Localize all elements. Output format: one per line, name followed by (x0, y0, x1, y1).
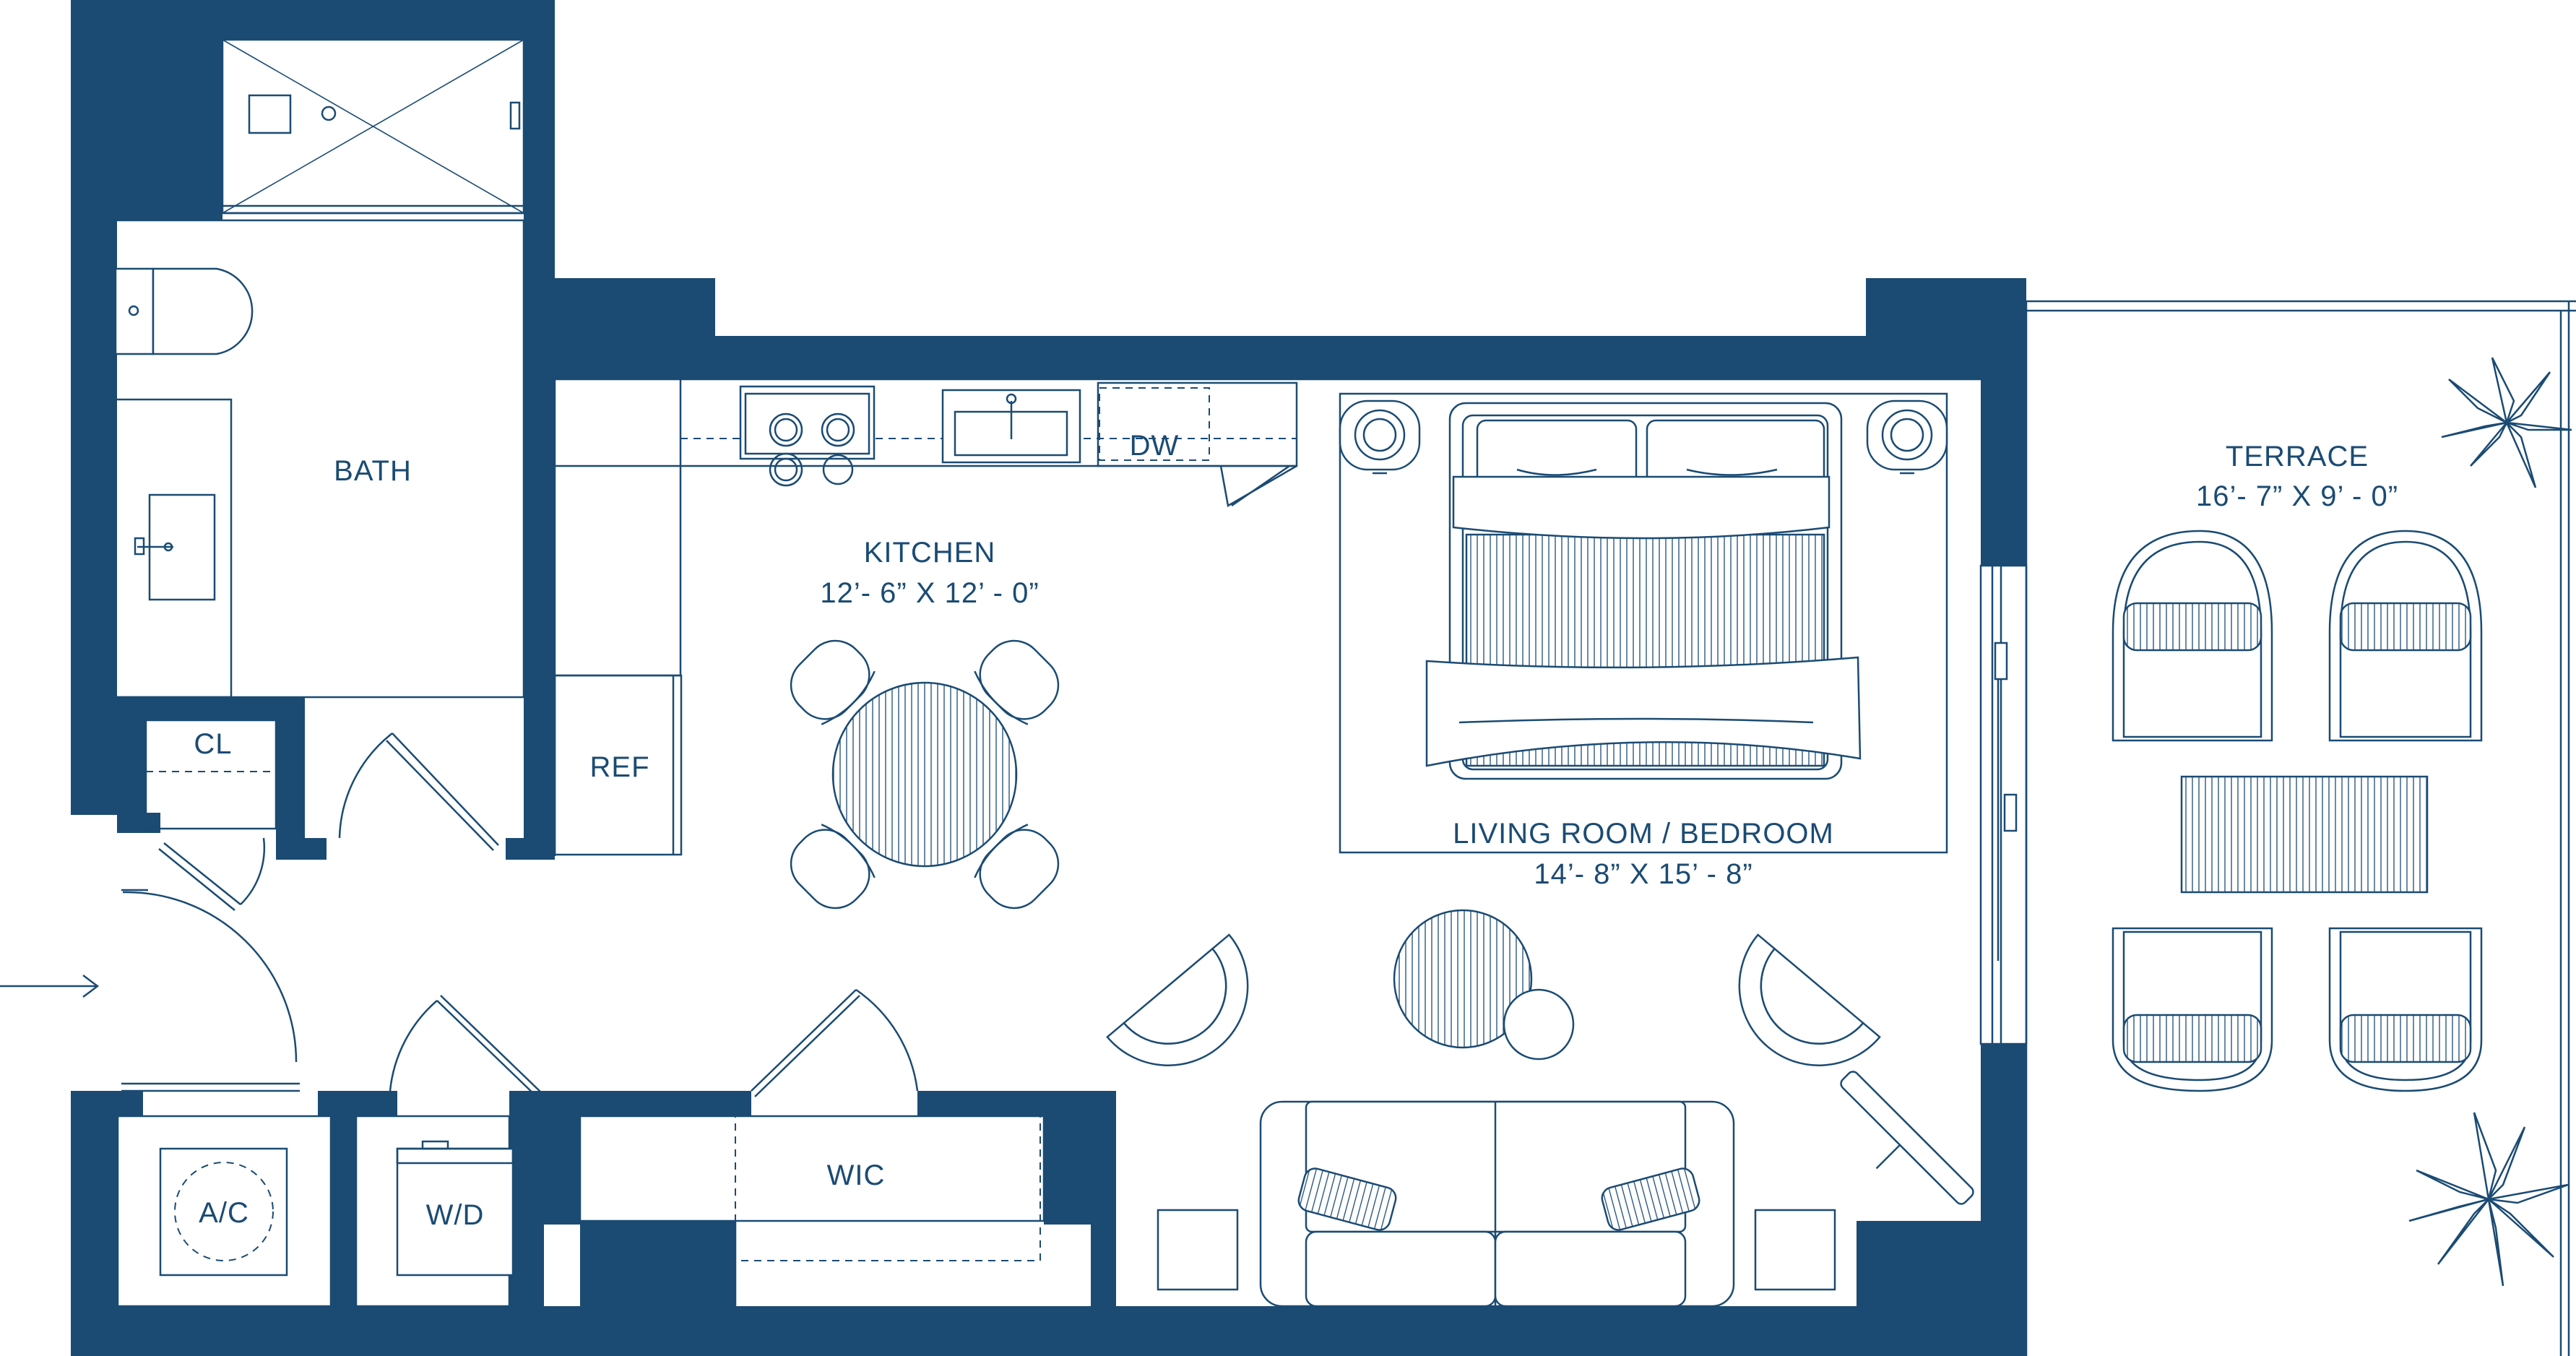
terrace-chair-4 (2328, 927, 2483, 1092)
terrace-chair-3 (2112, 927, 2273, 1092)
terrace-chair-1 (2112, 530, 2273, 742)
wic-label: WIC (827, 1159, 886, 1191)
kitchen-dims: 12’- 6” X 12’ - 0” (820, 577, 1039, 609)
closet: CL (144, 719, 277, 911)
kitchen: DW REF (553, 379, 1298, 910)
living-label: LIVING ROOM / BEDROOM (1453, 818, 1834, 850)
dishwasher (1099, 387, 1210, 461)
terrace-label: TERRACE (2226, 441, 2369, 472)
ac-room: A/C (116, 1115, 332, 1308)
cooktop (739, 385, 876, 487)
terrace-dims: 16’- 7” X 9’ - 0” (2196, 480, 2398, 512)
laundry: W/D (355, 995, 543, 1308)
washer-dryer-label: W/D (426, 1199, 485, 1231)
sofa (1259, 1100, 1735, 1308)
dining-set (790, 639, 1060, 910)
coffee-table (1393, 909, 1533, 1049)
terrace-table (2180, 775, 2429, 894)
refrigerator (553, 674, 683, 856)
bath: BATH (114, 38, 525, 851)
dishwasher-label: DW (1130, 430, 1180, 462)
plant-top (2441, 357, 2572, 488)
wic: WIC (579, 988, 1045, 1306)
bed (1425, 402, 1862, 780)
sliding-door (1979, 564, 2028, 1045)
entry (0, 889, 300, 1092)
floor-lamp (1840, 1071, 1974, 1205)
living-dims: 14’- 8” X 15’ - 8” (1534, 858, 1752, 890)
nightstand-left (1339, 400, 1421, 475)
side-table (1503, 988, 1575, 1061)
kitchen-label: KITCHEN (864, 537, 996, 569)
lounge-chair-left (1106, 933, 1249, 1066)
lounge-chair-right (1738, 933, 1881, 1066)
sink (941, 389, 1081, 464)
terrace-chair-2 (2328, 530, 2483, 742)
nightstand-right (1866, 400, 1948, 475)
walls (71, 0, 2026, 1356)
bath-label: BATH (334, 455, 412, 487)
terrace: TERRACE 16’- 7” X 9’ - 0” (2025, 300, 2576, 1356)
refrigerator-label: REF (590, 751, 650, 783)
end-table-right (1754, 1209, 1836, 1291)
plant-bottom (2408, 1112, 2569, 1287)
living-bedroom: LIVING ROOM / BEDROOM 14’- 8” X 15’ - 8” (555, 378, 1981, 1308)
ac-label: A/C (199, 1197, 249, 1229)
end-table-left (1157, 1209, 1239, 1291)
closet-label: CL (194, 728, 232, 760)
